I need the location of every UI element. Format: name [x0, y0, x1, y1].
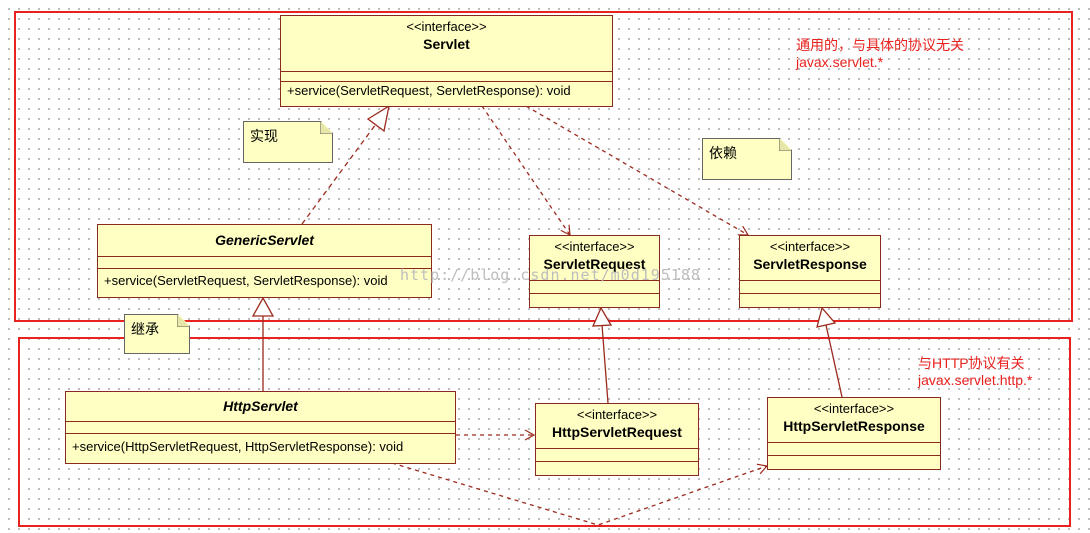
dependency-link-request: [481, 105, 571, 237]
note-text: 实现: [250, 128, 278, 144]
inheritance-arrowhead-request: [591, 306, 613, 327]
operation-label: +service(HttpServletRequest, HttpServlet…: [72, 439, 404, 454]
class-name: ServletResponse: [753, 256, 867, 272]
stereotype-label: <<interface>>: [406, 19, 487, 34]
note-fold-icon: [320, 121, 333, 134]
stereotype-label: <<interface>>: [769, 239, 851, 254]
realization-arrowhead: [366, 104, 390, 133]
note-fold-icon: [779, 138, 792, 151]
http-servlet-class-box[interactable]: HttpServlet +service(HttpServletRequest,…: [65, 391, 456, 464]
inheritance-link-request: [601, 324, 609, 404]
general-package-frame: [14, 11, 1073, 322]
general-package-caption: 通用的，与具体的协议无关 javax.servlet.*: [796, 37, 964, 71]
note-text: 继承: [131, 321, 159, 337]
http-package-frame: [18, 337, 1071, 527]
http-caption-line1: 与HTTP协议有关: [918, 355, 1025, 371]
general-caption-line1: 通用的，与具体的协议无关: [796, 37, 964, 53]
general-caption-line2: javax.servlet.*: [796, 54, 884, 70]
class-name: Servlet: [423, 36, 470, 52]
stereotype-label: <<interface>>: [813, 401, 895, 416]
http-caption-line2: javax.servlet.http.*: [918, 372, 1033, 388]
class-name: HttpServlet: [223, 398, 298, 414]
class-name: HttpServletResponse: [783, 418, 925, 434]
inheritance-link-response: [825, 324, 843, 398]
servlet-request-interface-box[interactable]: <<interface>> ServletRequest: [529, 235, 660, 308]
class-name: ServletRequest: [543, 256, 646, 272]
note-fold-icon: [177, 314, 190, 327]
dependency-link-response: [525, 105, 750, 236]
stereotype-label: <<interface>>: [576, 407, 658, 422]
servlet-interface-box[interactable]: <<interface>> Servlet +service(ServletRe…: [280, 15, 613, 107]
http-package-caption: 与HTTP协议有关 javax.servlet.http.*: [918, 355, 1032, 389]
note-text: 依赖: [709, 145, 737, 161]
operation-label: +service(ServletRequest, ServletResponse…: [104, 273, 388, 288]
operation-label: +service(ServletRequest, ServletResponse…: [287, 83, 571, 98]
inheritance-arrowhead-servlet: [251, 296, 275, 317]
generic-servlet-class-box[interactable]: GenericServlet +service(ServletRequest, …: [97, 224, 432, 298]
class-name: HttpServletRequest: [552, 424, 682, 440]
realization-link: [301, 123, 377, 225]
servlet-response-interface-box[interactable]: <<interface>> ServletResponse: [739, 235, 881, 308]
realize-note[interactable]: 实现: [243, 121, 333, 163]
class-name: GenericServlet: [215, 232, 314, 248]
http-servlet-request-interface-box[interactable]: <<interface>> HttpServletRequest: [535, 403, 699, 476]
inherit-note[interactable]: 继承: [124, 314, 190, 354]
stereotype-label: <<interface>>: [554, 239, 635, 254]
depend-note[interactable]: 依赖: [702, 138, 792, 180]
watermark-text: http://blog.csdn.net/m0d195188: [400, 266, 701, 284]
http-servlet-response-interface-box[interactable]: <<interface>> HttpServletResponse: [767, 397, 941, 470]
inheritance-arrowhead-response: [816, 306, 837, 328]
